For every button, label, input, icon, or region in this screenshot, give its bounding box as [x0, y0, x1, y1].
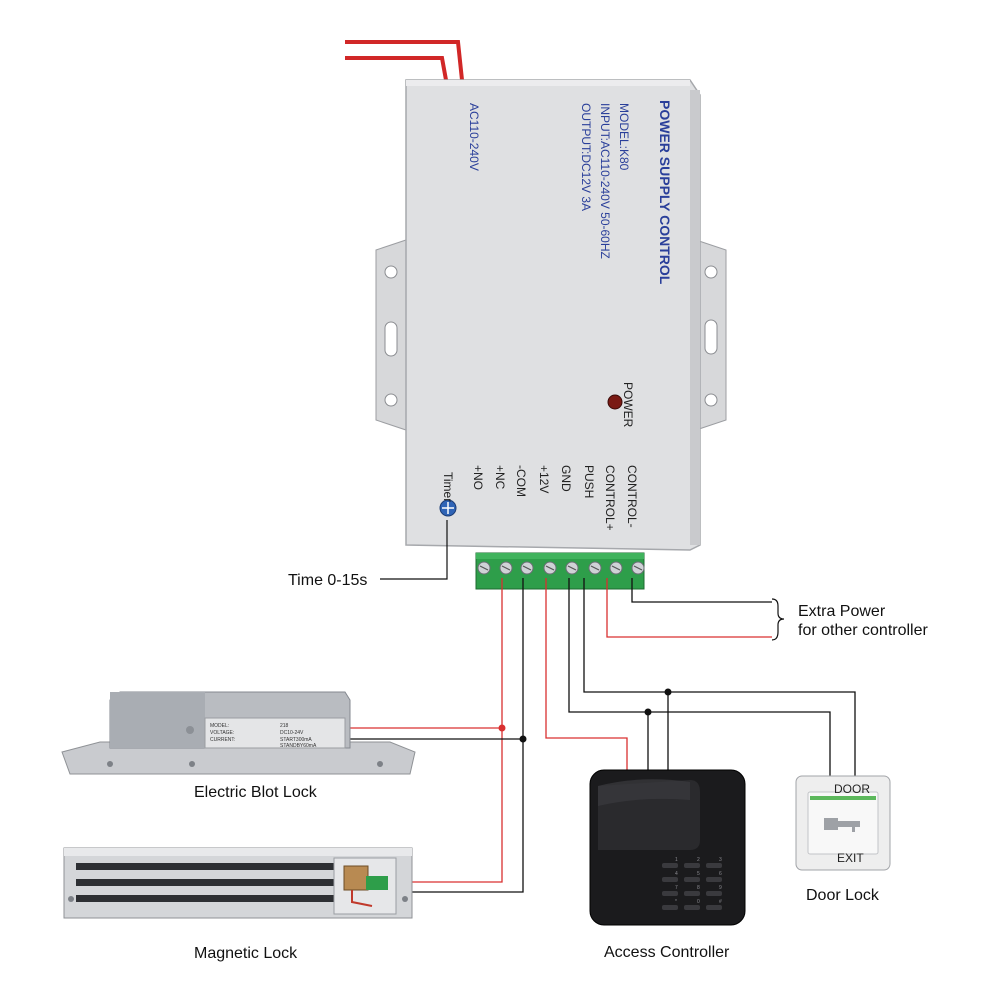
terminal-labels: +NO +NC -COM +12V GND PUSH CONTROL+ CONTROL-: [471, 465, 639, 531]
keypad-key[interactable]: [706, 863, 722, 868]
keypad-key-label: 5: [697, 871, 700, 877]
terminal-label: +NC: [493, 465, 507, 490]
bolt-plate-voltage-value: DC10-24V: [280, 730, 304, 736]
bolt-plate-current-value-1: START300mA: [280, 737, 312, 743]
bolt-plate-model-value: 218: [280, 723, 289, 729]
terminal-label: -COM: [514, 465, 528, 497]
terminal-label: GND: [559, 465, 573, 492]
door-lock-caption: Door Lock: [806, 887, 880, 904]
ac-voltage-label: AC110-240V: [467, 103, 481, 171]
extra-power-label-line2: for other controller: [798, 622, 929, 639]
bolt-plate-current: CURRENT:: [210, 737, 235, 743]
bolt-plate-voltage: VOLTAGE:: [210, 730, 234, 736]
terminal-screw-slot: [501, 565, 511, 571]
key-icon: [824, 818, 860, 832]
magnetic-lock-caption: Magnetic Lock: [194, 945, 298, 962]
terminal-screw-slot: [590, 565, 600, 571]
power-supply-output: OUTPUT:DC12V 3A: [579, 103, 593, 211]
time-label: Time 0-15s: [288, 572, 367, 589]
keypad-key[interactable]: [684, 877, 700, 882]
keypad-key-label: #: [719, 899, 722, 905]
door-exit-button: DOOR EXIT: [795, 775, 891, 871]
terminal-screw-slot: [633, 565, 643, 571]
keypad-key-label: 4: [675, 871, 678, 877]
bolt-plate-model: MODEL:: [210, 723, 229, 729]
terminal-screw-slot: [567, 565, 577, 571]
keypad-key-label: *: [675, 899, 677, 905]
keypad-key[interactable]: [662, 905, 678, 910]
magnetic-lock: [63, 847, 413, 919]
ac-input-wires: [345, 40, 464, 81]
keypad-key-label: 6: [719, 871, 722, 877]
keypad-key-label: 9: [719, 885, 722, 891]
bolt-lock-caption: Electric Blot Lock: [194, 784, 318, 801]
extra-power-brace: [771, 598, 785, 641]
keypad-key[interactable]: [662, 863, 678, 868]
keypad-key[interactable]: [684, 891, 700, 896]
power-supply-input: INPUT:AC110-240V 50-60HZ: [598, 103, 612, 259]
door-button-bottom-label: EXIT: [837, 851, 864, 865]
keypad-key-label: 7: [675, 885, 678, 891]
wiring: [350, 520, 856, 893]
power-supply-title: POWER SUPPLY CONTROL: [657, 100, 673, 285]
keypad-key[interactable]: [706, 877, 722, 882]
keypad-key[interactable]: [662, 877, 678, 882]
terminal-screw-slot: [522, 565, 532, 571]
power-led-label: POWER: [621, 382, 635, 428]
timer-label: Timer: [441, 472, 455, 502]
keypad-key[interactable]: [662, 891, 678, 896]
keypad-key-label: 2: [697, 857, 700, 863]
keypad-key-label: 8: [697, 885, 700, 891]
keypad-key-label: 1: [675, 857, 678, 863]
terminal-screw-slot: [611, 565, 621, 571]
keypad-key[interactable]: [706, 891, 722, 896]
access-controller: 1 2 3 4 5 6 7 8 9 * 0 #: [589, 769, 746, 926]
terminal-screws: [477, 561, 645, 575]
extra-power-label-line1: Extra Power: [798, 603, 886, 620]
terminal-screw-slot: [545, 565, 555, 571]
access-controller-caption: Access Controller: [604, 944, 730, 961]
keypad-key[interactable]: [706, 905, 722, 910]
terminal-label: PUSH: [582, 465, 596, 498]
mounting-flange-left: [375, 239, 407, 431]
terminal-label: CONTROL-: [625, 465, 639, 528]
keypad-key-label: 0: [697, 899, 700, 905]
terminal-screw-slot: [479, 565, 489, 571]
access-controller-keypad[interactable]: 1 2 3 4 5 6 7 8 9 * 0 #: [662, 857, 722, 910]
door-button-top-label: DOOR: [834, 782, 870, 796]
power-supply-unit: [405, 79, 701, 551]
keypad-key[interactable]: [684, 863, 700, 868]
power-supply-model: MODEL:K80: [617, 103, 631, 171]
terminal-label: CONTROL+: [603, 465, 617, 531]
terminal-label: +12V: [537, 465, 551, 493]
keypad-key[interactable]: [684, 905, 700, 910]
electric-bolt-lock: MODEL: 218 VOLTAGE: DC10-24V CURRENT: ST…: [61, 691, 416, 775]
keypad-key-label: 3: [719, 857, 722, 863]
bolt-plate-current-value-2: STANDBY60mA: [280, 743, 317, 749]
mounting-flange-right: [695, 239, 727, 431]
power-led-icon: [607, 394, 623, 410]
terminal-label: +NO: [471, 465, 485, 490]
